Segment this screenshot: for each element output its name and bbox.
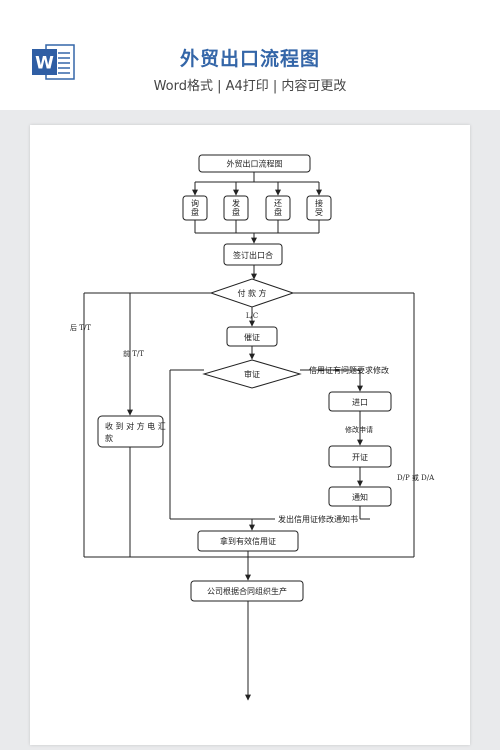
advance-tt-label: 前 T/T: [123, 349, 144, 358]
step-counter-offer-label: 还盘: [274, 198, 282, 217]
notify-label: 通知: [352, 492, 368, 502]
lc-problem-note: 信用证有问题要求修改: [309, 365, 389, 375]
flow-title-text: 外贸出口流程图: [227, 159, 283, 169]
amend-request-label: 修改申请: [345, 425, 373, 434]
importer-label: 进口: [352, 398, 368, 407]
svg-text:W: W: [35, 54, 54, 74]
later-tt-label: 后 T/T: [70, 323, 91, 332]
issue-lc-label: 开证: [352, 453, 368, 462]
word-icon: W: [32, 44, 75, 80]
amend-notice-label: 发出信用证修改通知书: [278, 514, 358, 524]
dp-da-label: D/P 或 D/A: [397, 473, 435, 482]
production-label: 公司根据合同组织生产: [207, 586, 287, 596]
page-title: 外贸出口流程图: [179, 48, 320, 70]
valid-lc-label: 拿到有效信用证: [220, 536, 276, 546]
receive-remittance-label: 收 到 对 方 电 汇款: [105, 421, 166, 443]
page-subtitle: Word格式 | A4打印 | 内容可更改: [153, 79, 347, 94]
step-acceptance-label: 接受: [315, 198, 323, 217]
urge-lc-label: 催证: [244, 332, 260, 342]
review-lc-label: 审证: [244, 369, 260, 379]
production-box: [190, 580, 304, 602]
contract-box: [223, 243, 283, 266]
lc-label: L/C: [246, 312, 258, 320]
review-lc-decision: [202, 359, 302, 389]
document-header: W 外贸出口流程图 Word格式 | A4打印 | 内容可更改: [0, 0, 500, 110]
step-inquiry-label: 询盘: [191, 198, 199, 217]
step-offer-label: 发盘: [232, 198, 240, 217]
payment-method-label: 付 款 方: [237, 288, 266, 298]
contract-label: 签订出口合: [233, 250, 273, 260]
